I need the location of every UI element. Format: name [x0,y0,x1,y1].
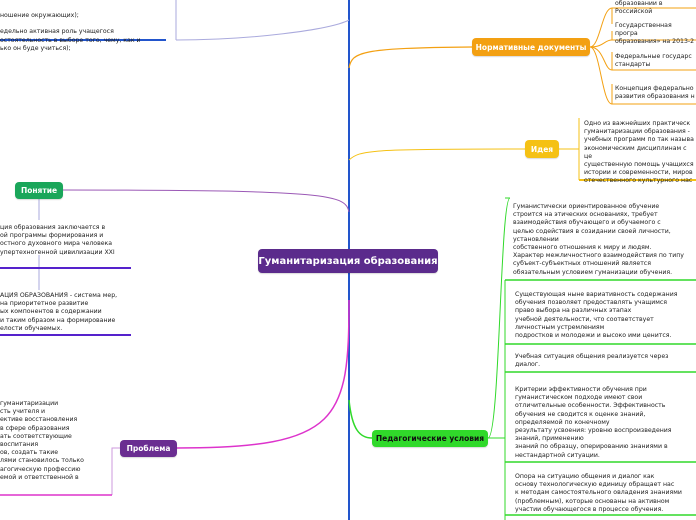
edge-idea [348,148,526,161]
ped-item-3[interactable]: Учебная ситуация общения реализуется чер… [515,353,669,369]
edge-norm [348,46,473,69]
norm-item-4[interactable]: Концепция федерально развития образовани… [615,85,695,101]
branch-pedagogical-conditions[interactable]: Педагогические условия [372,430,488,447]
ped-item-2[interactable]: Существующая ныне вариативность содержан… [515,291,678,340]
problem-text[interactable]: гуманитаризации сть учителя и ективе вос… [0,400,84,481]
ped-item-4[interactable]: Критерии эффективности обучения при гума… [515,386,672,459]
concept-item-1[interactable]: ция образования заключается в ой програм… [0,224,115,256]
central-topic-label: Гуманитаризация образования [258,255,438,267]
edge-ped [348,399,373,439]
branch-label: Нормативные документы [475,42,587,52]
branch-label: Понятие [20,186,58,195]
ped-item-5[interactable]: Опора на ситуацию общения и диалог как о… [515,473,682,513]
top-left-text[interactable]: ношение окружающих); едельно активная ро… [0,12,141,52]
branch-concept[interactable]: Понятие [15,182,63,199]
branch-normative-documents[interactable]: Нормативные документы [472,38,590,56]
norm-item-2[interactable]: Государственная програ образования» на 2… [615,22,695,46]
edge-probl [176,299,350,449]
branch-label: Педагогические условия [375,434,485,443]
branch-idea[interactable]: Идея [525,140,559,158]
idea-text[interactable]: Одно из важнейших практическ гуманитариз… [584,120,694,185]
norm-item-1[interactable]: образовании в Российской [615,0,663,16]
ped-item-1[interactable]: Гуманистически ориентированное обучение … [513,203,684,276]
edge-ponyat [62,189,350,213]
branch-problem[interactable]: Проблема [120,440,177,457]
branch-label: Проблема [126,444,171,453]
norm-item-3[interactable]: Федеральные государс стандарты [615,53,692,69]
concept-item-2[interactable]: АЦИЯ ОБРАЗОВАНИЯ - система мер, на приор… [0,292,118,332]
branch-label: Идея [530,144,554,154]
central-topic-node[interactable]: Гуманитаризация образования [258,249,438,273]
